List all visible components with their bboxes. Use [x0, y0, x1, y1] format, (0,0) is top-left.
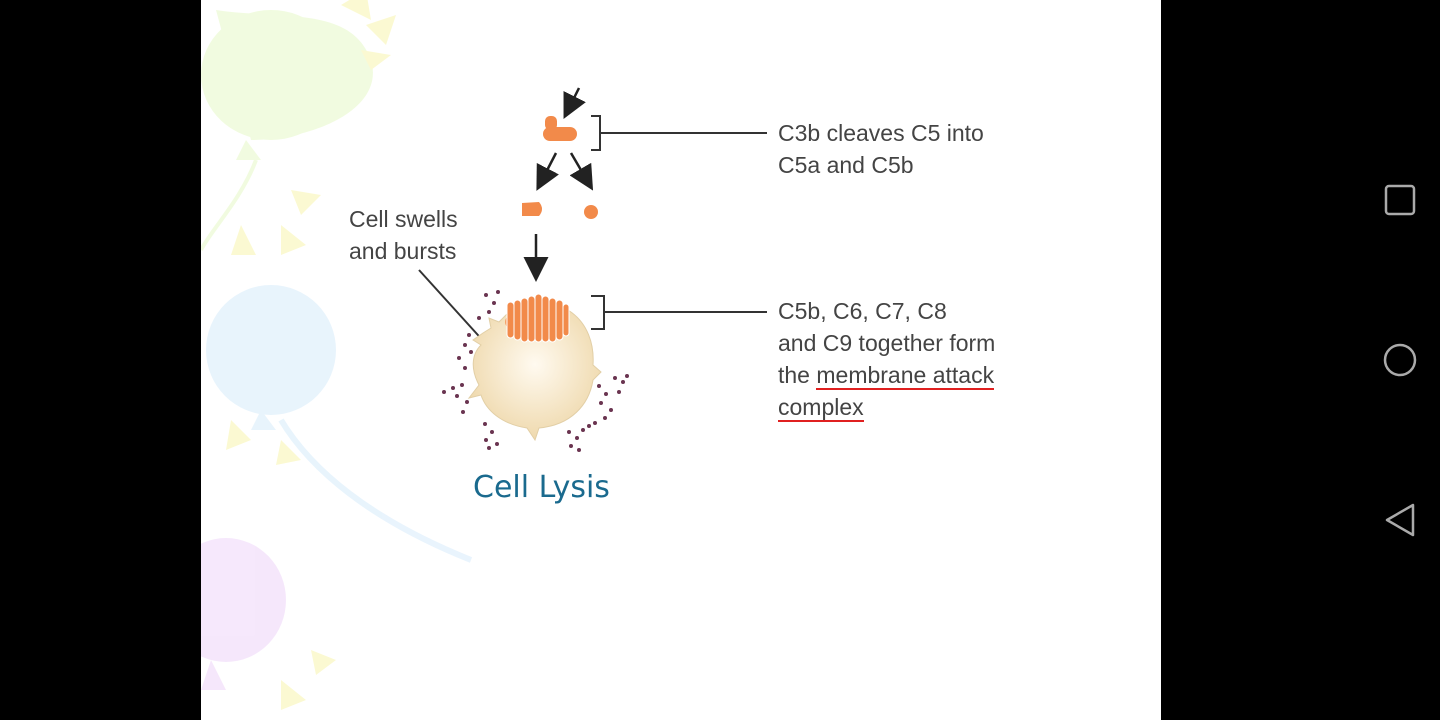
cell-contents-dots	[442, 290, 629, 452]
c5-molecule	[543, 116, 577, 141]
arrow-to-c5b	[536, 152, 559, 191]
presentation-slide: C3b cleaves C5 into C5a and C5b C5b, C6,…	[201, 0, 1161, 720]
incoming-arrow	[563, 87, 586, 119]
underlined-text: membrane attack	[816, 362, 995, 390]
label-cell-swells: Cell swells and bursts	[349, 206, 458, 264]
caption-cell-lysis: Cell Lysis	[473, 470, 610, 505]
triangle-back-icon	[1385, 503, 1415, 537]
square-icon	[1384, 184, 1416, 216]
circle-icon	[1383, 343, 1417, 377]
home-button[interactable]	[1370, 330, 1430, 390]
underlined-text: complex	[778, 394, 864, 422]
label-membrane-attack-complex: C5b, C6, C7, C8 and C9 together form the…	[778, 298, 996, 422]
arrow-to-c5a	[569, 152, 594, 191]
c5b-fragment	[522, 202, 542, 216]
label-c3b-cleaves: C3b cleaves C5 into C5a and C5b	[778, 120, 984, 178]
recent-apps-button[interactable]	[1370, 170, 1430, 230]
bracket-mac	[591, 295, 605, 330]
back-button[interactable]	[1370, 490, 1430, 550]
c5a-fragment	[584, 205, 598, 219]
bracket-c3b	[591, 115, 601, 151]
complement-pathway-diagram	[418, 87, 767, 452]
navigation-bar	[1161, 0, 1440, 720]
balloon-decoration	[201, 0, 473, 710]
membrane-attack-complex	[505, 293, 570, 343]
